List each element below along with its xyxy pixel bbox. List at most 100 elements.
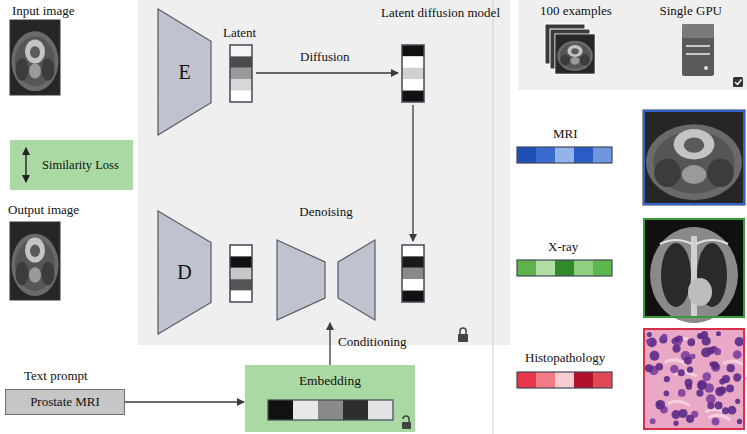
- embedding-frame: [268, 400, 393, 420]
- muscle-left: [560, 54, 570, 65]
- cell-nucleus: [661, 334, 667, 340]
- cell-nucleus: [715, 387, 724, 396]
- embedding-cell: [593, 372, 612, 388]
- cell-nucleus: [719, 379, 725, 385]
- body-tissue: [12, 31, 59, 91]
- cell-nucleus: [686, 384, 692, 390]
- cell-nucleus: [706, 394, 716, 404]
- latent-cell: [230, 256, 252, 267]
- gpu-server-icon: [682, 24, 714, 76]
- latent-cell: [230, 56, 252, 67]
- cell-nucleus: [676, 335, 683, 342]
- image-ground: [10, 20, 60, 95]
- stroma-fiber: [668, 401, 690, 406]
- gland: [682, 165, 706, 184]
- text-label: X-ray: [548, 240, 578, 255]
- cell-nucleus: [647, 332, 652, 337]
- unet-decoder-shape: [277, 240, 325, 320]
- cell-nucleus: [687, 366, 693, 372]
- cell-nucleus: [714, 348, 721, 355]
- lock-icon: [458, 328, 468, 342]
- latent-cell: [402, 79, 424, 90]
- stroma-fiber: [665, 360, 687, 365]
- image-ground: [643, 328, 745, 430]
- cell-nucleus: [686, 415, 694, 423]
- server-led: [704, 66, 708, 70]
- lock-shackle: [460, 328, 466, 334]
- diffusion-arrow: [256, 72, 398, 73]
- embedding-cell: [574, 260, 593, 276]
- cell-nucleus: [698, 334, 703, 339]
- text-label: Histopathology: [525, 351, 605, 366]
- lung-left: [661, 243, 691, 307]
- resources-panel: 100 examplesSingle GPU: [518, 0, 747, 90]
- denoising-unet: Denoising: [272, 205, 380, 322]
- text-label: MRI: [553, 127, 578, 142]
- latent-cell: [402, 291, 424, 302]
- cell-nucleus: [673, 421, 678, 426]
- latent-cell: [402, 45, 424, 56]
- trapezoid-shape: [158, 9, 211, 135]
- cell-nucleus: [672, 410, 681, 419]
- stroma-fiber: [723, 361, 745, 366]
- cell-nucleus: [691, 411, 698, 418]
- unet-encoder-shape: [338, 240, 375, 320]
- server-slot: [686, 53, 710, 55]
- muscle-right: [707, 158, 734, 187]
- node-text: Single GPU: [660, 4, 722, 19]
- clavicles: [660, 240, 728, 244]
- double-arrow: [25, 148, 26, 182]
- embedding-cell: [536, 372, 555, 388]
- node-shape: [272, 205, 380, 322]
- mri-image: [10, 20, 60, 95]
- embedding-cell: [343, 400, 368, 420]
- image-frame: [643, 110, 745, 205]
- cell-nucleus: [707, 402, 714, 409]
- cell-nucleus: [728, 406, 737, 415]
- lock-body: [458, 334, 468, 342]
- embedding-frame: [517, 372, 612, 388]
- cell-nucleus: [650, 418, 656, 424]
- cell-nucleus: [685, 379, 693, 387]
- cell-nucleus: [672, 338, 678, 344]
- latent-cell: [230, 68, 252, 79]
- latent-cell: [230, 245, 252, 256]
- embedding-cell: [517, 147, 536, 163]
- cell-nucleus: [711, 346, 718, 353]
- decoder-block: D: [157, 210, 212, 335]
- embedding-cell: [555, 372, 574, 388]
- latent-frame: [230, 245, 252, 302]
- server-top: [682, 24, 714, 38]
- cell-nucleus: [670, 365, 679, 374]
- cell-nucleus: [702, 336, 711, 345]
- embedding-cell: [517, 260, 536, 276]
- check-mark: [735, 80, 742, 85]
- latent-cell: [402, 279, 424, 290]
- mri-image: [10, 222, 60, 300]
- embedding-box: Embedding: [245, 365, 415, 432]
- cell-nucleus: [664, 376, 670, 382]
- cell-nucleus: [702, 372, 711, 381]
- organ: [25, 40, 45, 64]
- cell-nucleus: [646, 339, 651, 344]
- stroma-fiber: [705, 409, 727, 414]
- cell-nucleus: [684, 356, 692, 364]
- latent-cell: [402, 268, 424, 279]
- xray-border: [644, 219, 744, 317]
- fat-layer: [15, 239, 55, 290]
- latent-cell: [402, 68, 424, 79]
- embedding-vector: [517, 372, 612, 388]
- cell-nucleus: [655, 400, 665, 410]
- image-frame: [10, 222, 60, 300]
- body-tissue: [646, 124, 742, 200]
- text-label: Input image: [12, 4, 74, 19]
- node-text: Prostate MRI: [30, 395, 100, 410]
- embedding-vector: [517, 147, 612, 163]
- stroma-fiber: [675, 338, 697, 343]
- embedding-vector: [517, 260, 612, 276]
- cell-nucleus: [645, 364, 653, 372]
- fat-layer: [15, 37, 55, 87]
- example-card: [555, 34, 595, 74]
- check-box: [733, 77, 743, 87]
- organ-core: [30, 46, 40, 58]
